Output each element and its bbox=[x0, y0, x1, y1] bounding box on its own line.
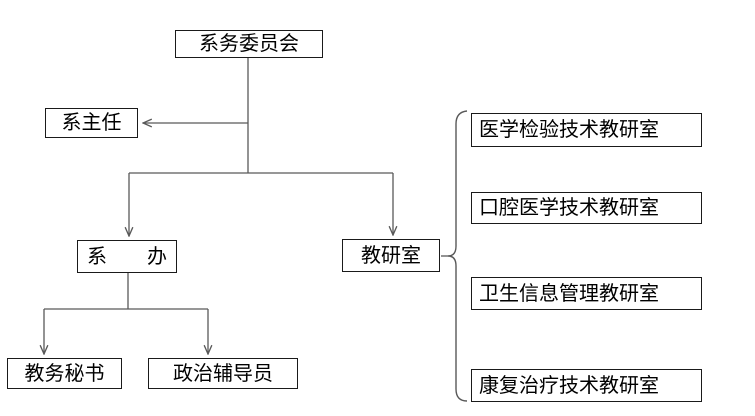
node-political-counselor: 政治辅导员 bbox=[148, 358, 298, 389]
node-committee-label: 系务委员会 bbox=[199, 33, 299, 55]
node-oral-medicine-room: 口腔医学技术教研室 bbox=[471, 192, 702, 224]
node-rehab-therapy-room: 康复治疗技术教研室 bbox=[471, 369, 702, 402]
node-teaching-office-label: 教研室 bbox=[361, 244, 421, 267]
node-department-office-label: 系 办 bbox=[87, 245, 167, 268]
node-medical-lab-room-label: 医学检验技术教研室 bbox=[479, 119, 659, 141]
node-health-info-room: 卫生信息管理教研室 bbox=[471, 277, 702, 310]
node-director: 系主任 bbox=[45, 108, 138, 138]
node-department-office: 系 办 bbox=[77, 240, 177, 273]
group-brace bbox=[447, 110, 468, 402]
node-academic-secretary: 教务秘书 bbox=[7, 358, 122, 389]
node-health-info-room-label: 卫生信息管理教研室 bbox=[479, 282, 659, 305]
node-medical-lab-room: 医学检验技术教研室 bbox=[471, 113, 702, 147]
node-political-counselor-label: 政治辅导员 bbox=[173, 362, 273, 385]
node-rehab-therapy-room-label: 康复治疗技术教研室 bbox=[479, 374, 659, 397]
node-committee: 系务委员会 bbox=[175, 30, 323, 58]
node-director-label: 系主任 bbox=[61, 112, 122, 134]
node-academic-secretary-label: 教务秘书 bbox=[24, 362, 105, 385]
node-teaching-office: 教研室 bbox=[342, 239, 440, 272]
node-oral-medicine-room-label: 口腔医学技术教研室 bbox=[479, 197, 659, 219]
